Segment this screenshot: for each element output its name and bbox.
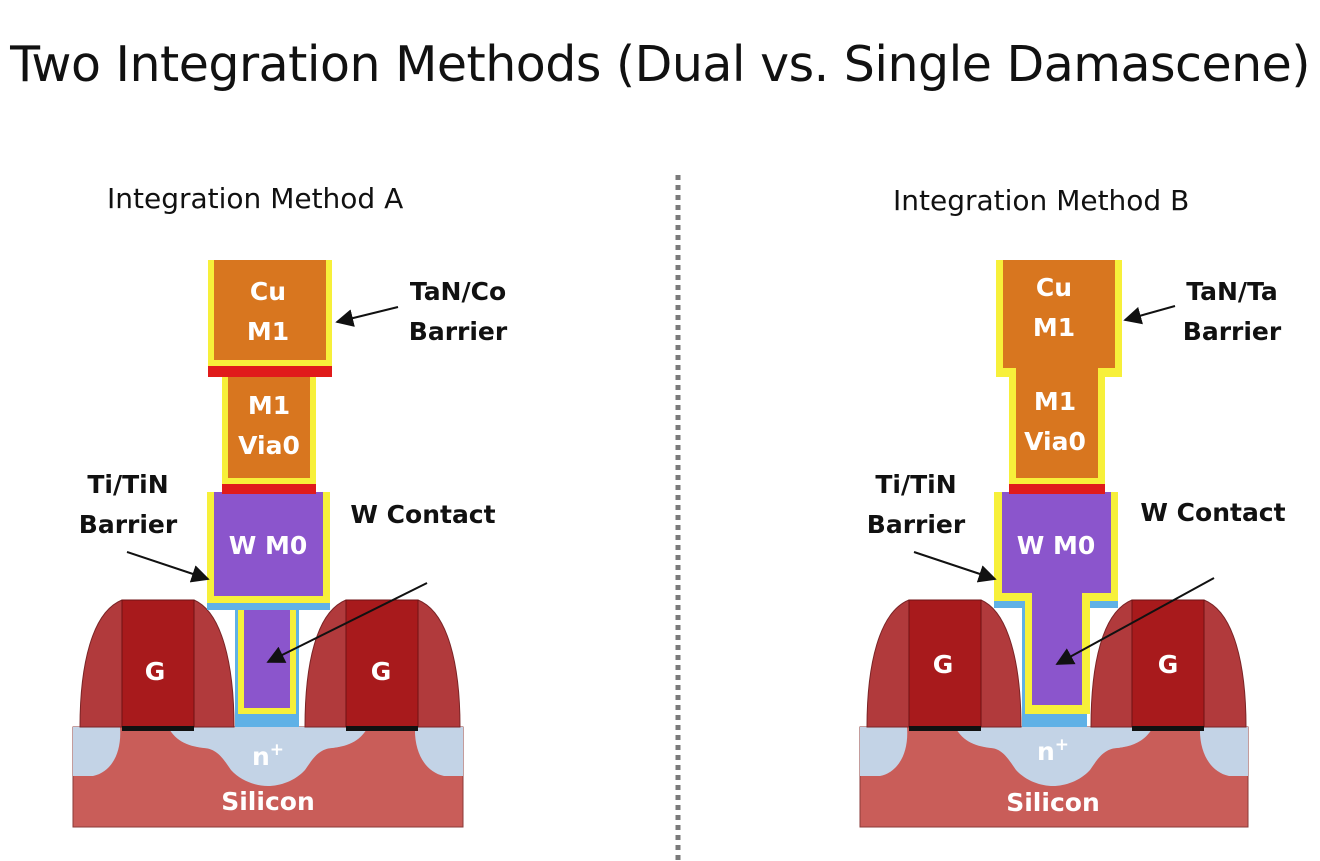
- barrier-top-arrow: [335, 306, 399, 327]
- m1-label-line1: Cu: [1036, 273, 1072, 302]
- w-m0-fill: [214, 492, 323, 596]
- barrier-top-label-line1: TaN/Ta: [1186, 277, 1277, 306]
- barrier-bottom-label-line1: Ti/TiN: [87, 470, 168, 499]
- contact-label: W Contact: [350, 500, 495, 529]
- via0-cap: [222, 484, 316, 494]
- barrier-top-label-line2: Barrier: [409, 317, 508, 346]
- gate-left-label: G: [933, 650, 954, 679]
- via0-cap: [1009, 484, 1105, 494]
- panel-b-title: Integration Method B: [893, 184, 1189, 217]
- m1-label-line2: M1: [1033, 313, 1075, 342]
- gate-right: [1131, 599, 1205, 728]
- barrier-top-arrow: [1123, 305, 1176, 325]
- gate-oxide-left: [122, 726, 194, 731]
- barrier-top-label-line1: TaN/Co: [410, 277, 506, 306]
- w-contact-fill: [244, 610, 290, 708]
- n-plus-right-lobe: [1085, 727, 1153, 749]
- barrier-bottom-arrow: [913, 551, 997, 583]
- barrier-bottom-label-line1: Ti/TiN: [875, 470, 956, 499]
- barrier-top-label-line2: Barrier: [1183, 317, 1282, 346]
- silicon-label: Silicon: [1006, 788, 1100, 817]
- m1-fill: [214, 260, 326, 360]
- gate-oxide-right: [346, 726, 418, 731]
- shallow-trench-right: [1199, 727, 1248, 776]
- contact-label: W Contact: [1140, 498, 1285, 527]
- barrier-bottom-label-line2: Barrier: [867, 510, 966, 539]
- silicon-label: Silicon: [221, 787, 315, 816]
- gate-right-label: G: [1158, 650, 1179, 679]
- barrier-bottom-label-line2: Barrier: [79, 510, 178, 539]
- w-m0-contact-fill: [1002, 492, 1111, 705]
- barrier-bottom-arrow: [126, 551, 210, 583]
- panel-a-title: Integration Method A: [107, 182, 403, 215]
- n-plus-label: n+: [1037, 735, 1069, 766]
- slide-title: Two Integration Methods (Dual vs. Single…: [10, 36, 1310, 93]
- n-plus-left-lobe: [955, 727, 1022, 749]
- via0-label-line2: Via0: [238, 431, 300, 460]
- shallow-trench-left: [860, 727, 908, 776]
- panel-b: Integration Method B: [859, 184, 1286, 828]
- n-plus-right-lobe: [300, 727, 368, 749]
- gate-left: [908, 599, 982, 728]
- m1-cap: [208, 366, 332, 377]
- shallow-trench-right: [414, 727, 463, 776]
- n-plus-label: n+: [252, 740, 284, 771]
- via0-label-line1: M1: [1034, 387, 1076, 416]
- panel-a: Integration Method A: [72, 182, 508, 828]
- gate-right: [345, 599, 419, 728]
- contact-arrow: [1055, 577, 1215, 665]
- gate-oxide-right: [1132, 726, 1204, 731]
- contact-arrow: [266, 582, 428, 663]
- cu-m1-via0-fill: [1003, 260, 1115, 478]
- w-m0-label: W M0: [1017, 531, 1096, 560]
- via0-label-line1: M1: [248, 391, 290, 420]
- gate-right-label: G: [371, 657, 392, 686]
- via0-fill: [228, 377, 310, 478]
- gate-left-label: G: [145, 657, 166, 686]
- gate-oxide-left: [909, 726, 981, 731]
- shallow-trench-left: [73, 727, 121, 776]
- m1-label-line1: Cu: [250, 277, 286, 306]
- via0-label-line2: Via0: [1024, 427, 1086, 456]
- m1-label-line2: M1: [247, 317, 289, 346]
- w-m0-label: W M0: [229, 531, 308, 560]
- gate-left: [121, 599, 195, 728]
- n-plus-left-lobe: [168, 727, 235, 749]
